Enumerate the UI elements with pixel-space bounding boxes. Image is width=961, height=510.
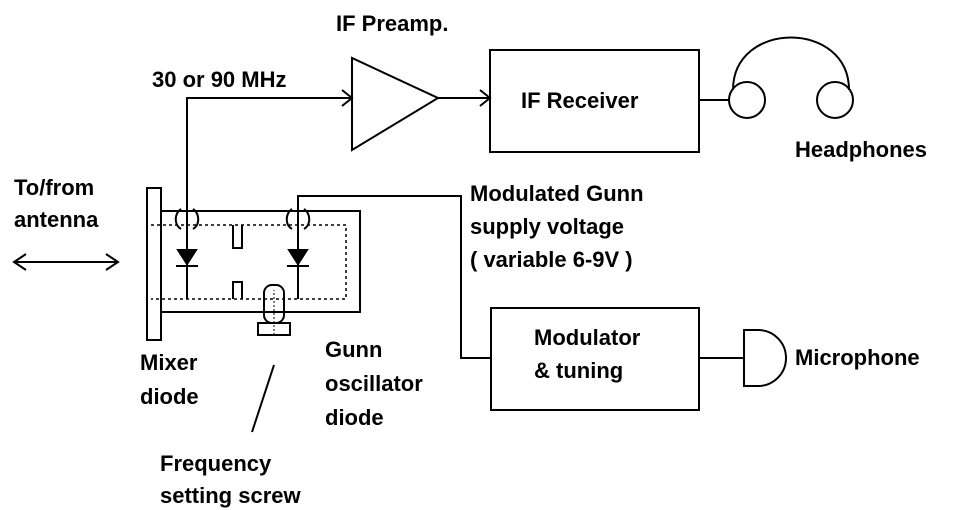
modulator-label-line1: Modulator xyxy=(534,325,641,350)
mixer-label-line2: diode xyxy=(140,384,199,409)
mixer-diode-icon xyxy=(176,249,198,267)
mixer-label-line1: Mixer xyxy=(140,350,198,375)
gunn-supply-label-line2: supply voltage xyxy=(470,214,625,239)
screw-leader xyxy=(251,364,275,433)
iris-bottom xyxy=(232,281,243,299)
microphone-icon xyxy=(743,329,787,387)
headphones-icon xyxy=(728,36,854,119)
gunn-diode-icon xyxy=(287,249,309,267)
waveguide-wall xyxy=(161,210,361,313)
screw-label-line2: setting screw xyxy=(160,483,301,508)
gunn-label-line2: oscillator xyxy=(325,371,423,396)
mixer-feedthrough xyxy=(174,208,200,230)
frequency-label: 30 or 90 MHz xyxy=(152,67,287,92)
microphone-label: Microphone xyxy=(795,345,920,370)
if-preamp-triangle xyxy=(351,56,441,152)
antenna-label-line2: antenna xyxy=(14,207,99,232)
gunn-supply-label-line3: ( variable 6-9V ) xyxy=(470,247,633,272)
preamp-input-arrowhead xyxy=(341,89,354,107)
if-receiver-label: IF Receiver xyxy=(521,88,639,113)
gunn-label-line3: diode xyxy=(325,405,384,430)
gunn-label-line1: Gunn xyxy=(325,337,383,362)
frequency-screw xyxy=(257,284,291,336)
screw-label-line1: Frequency xyxy=(160,451,272,476)
preamp-to-receiver-arrowhead xyxy=(479,89,492,107)
if-preamp-label: IF Preamp. xyxy=(336,11,449,36)
gunn-supply-label-line1: Modulated Gunn xyxy=(470,181,644,206)
antenna-label-line1: To/from xyxy=(14,175,95,200)
gunn-feedthrough xyxy=(285,208,311,230)
modulator-label-line2: & tuning xyxy=(534,358,624,383)
mixer-flange xyxy=(146,187,162,341)
mixer-to-preamp-wire xyxy=(186,97,352,247)
headphones-label: Headphones xyxy=(795,137,928,162)
antenna-arrow xyxy=(12,253,120,271)
iris-top xyxy=(232,225,243,249)
gunn-supply-wire xyxy=(297,195,491,359)
